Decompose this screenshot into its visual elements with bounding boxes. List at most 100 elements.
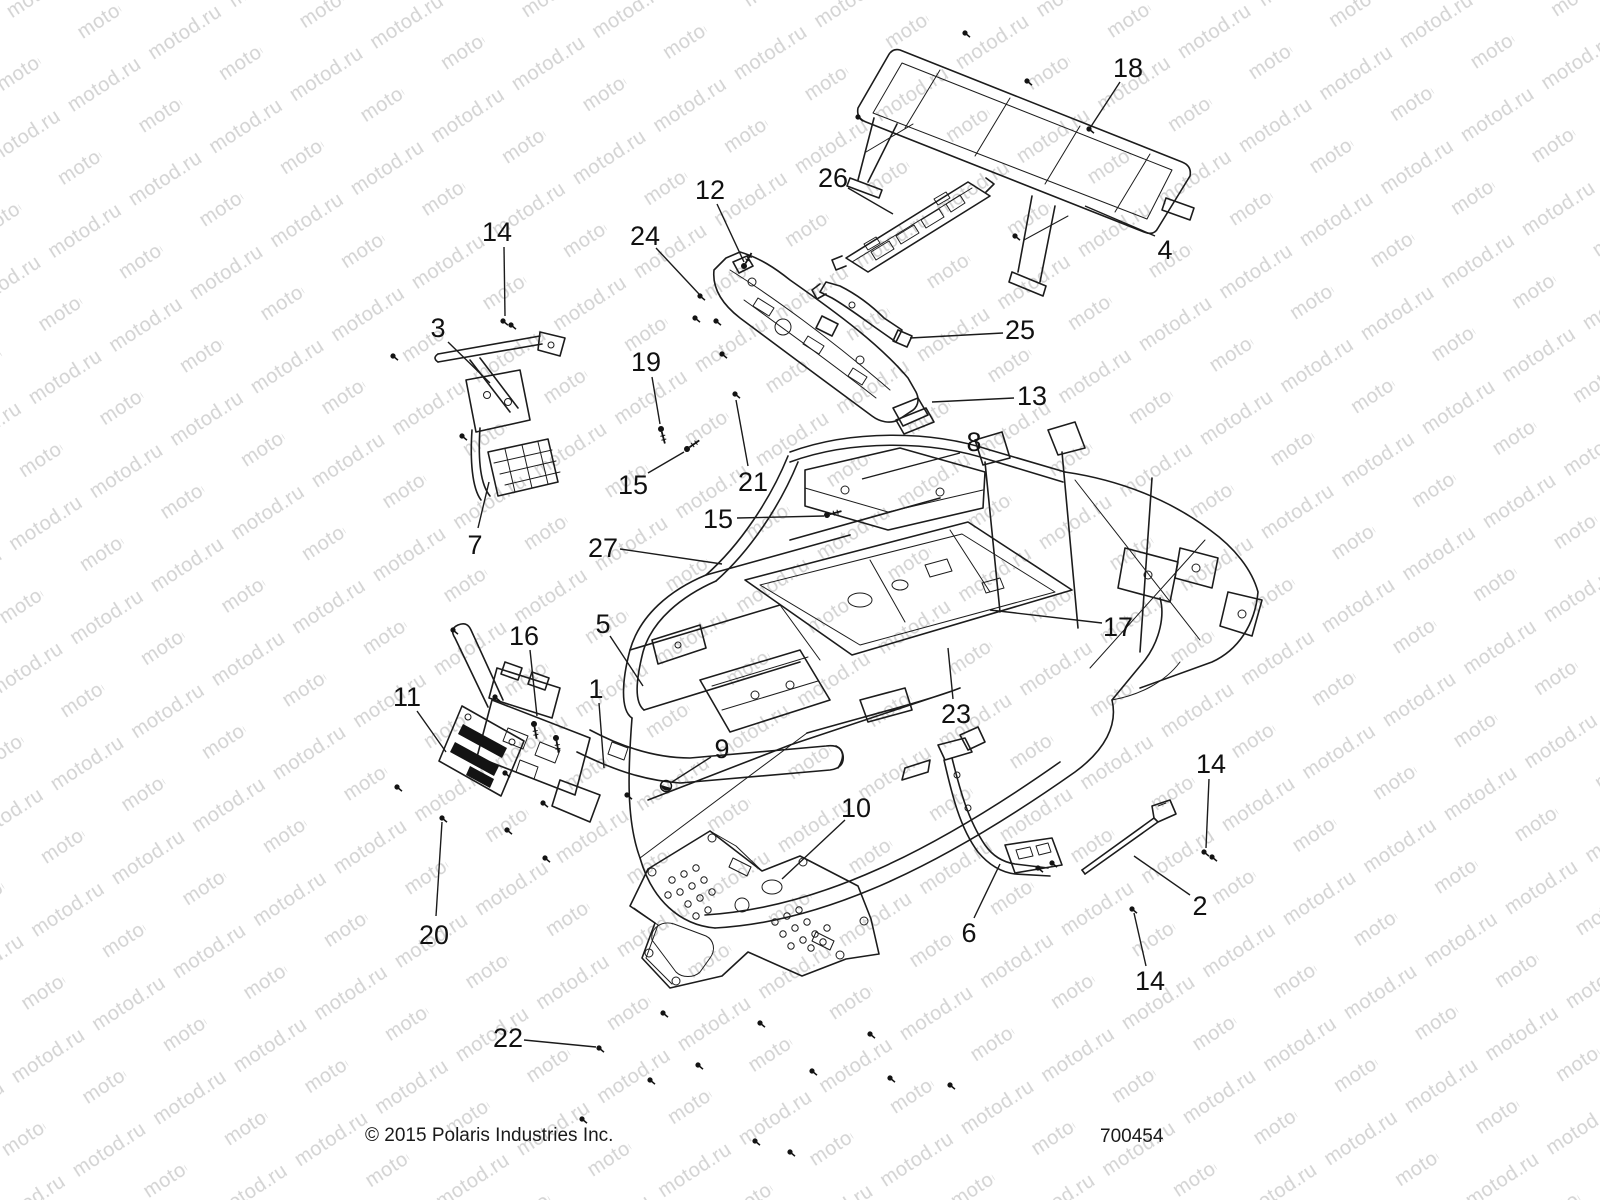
screw-fastener xyxy=(579,1116,588,1124)
callout-14: 14 xyxy=(1196,749,1226,779)
callout-23: 23 xyxy=(941,699,971,729)
callout-3: 3 xyxy=(430,313,445,343)
callout-16: 16 xyxy=(509,621,539,651)
screw-fastener xyxy=(1035,865,1044,873)
callout-11-leader xyxy=(416,710,447,753)
screw-fastener xyxy=(502,770,511,778)
callout-7-leader xyxy=(477,481,490,529)
part-25-support-bracket xyxy=(811,281,913,348)
screw-fastener xyxy=(508,322,517,330)
part-3-7-bracket-assembly xyxy=(434,331,566,501)
callout-6: 6 xyxy=(961,918,976,948)
callout-8: 8 xyxy=(966,427,981,457)
callout-21-leader xyxy=(735,399,749,467)
screw-fastener xyxy=(887,1075,896,1083)
screw-fastener xyxy=(1129,906,1138,914)
screw-fastener xyxy=(695,1062,704,1070)
callout-2-leader xyxy=(1133,855,1191,896)
screw-fastener xyxy=(439,815,448,823)
callout-23-leader xyxy=(947,647,954,700)
screw-fastener xyxy=(947,1082,956,1090)
screw-fastener xyxy=(459,433,468,441)
callout-17: 17 xyxy=(1103,612,1133,642)
callout-19: 19 xyxy=(631,347,661,377)
screw-fastener xyxy=(697,293,706,301)
screw-fastener xyxy=(787,1149,796,1157)
callout-27: 27 xyxy=(588,533,618,563)
callout-15-leader xyxy=(736,515,825,519)
callout-14-leader xyxy=(503,246,506,317)
screw-fastener xyxy=(390,353,399,361)
callout-20: 20 xyxy=(419,920,449,950)
callout-7: 7 xyxy=(467,530,482,560)
callout-15: 15 xyxy=(703,504,733,534)
screw-fastener xyxy=(394,784,403,792)
screw-fastener xyxy=(809,1068,818,1076)
screw-fastener xyxy=(962,30,971,38)
callout-15: 15 xyxy=(618,470,648,500)
screw-fastener xyxy=(752,1138,761,1146)
callout-27-leader xyxy=(619,548,723,565)
callout-4-leader xyxy=(1084,205,1156,237)
callout-10: 10 xyxy=(841,793,871,823)
callout-25-leader xyxy=(909,332,1004,339)
part-2-support-rod xyxy=(1081,799,1177,875)
callout-24-leader xyxy=(655,247,700,295)
part-10-skid-plate xyxy=(629,830,880,989)
part-12-13-dash-support-beam xyxy=(713,251,935,435)
callout-9-leader xyxy=(671,756,712,783)
part-11-winch-plate xyxy=(438,705,525,797)
callout-26: 26 xyxy=(818,163,848,193)
callout-19-leader xyxy=(651,376,661,425)
copyright-text: © 2015 Polaris Industries Inc. xyxy=(365,1125,613,1146)
callout-4: 4 xyxy=(1157,235,1172,265)
screw-fastener xyxy=(732,391,741,399)
callout-22: 22 xyxy=(493,1023,523,1053)
diagram-part-number: 700454 xyxy=(1100,1126,1164,1147)
bolt-fastener xyxy=(658,426,667,444)
callout-5: 5 xyxy=(595,609,610,639)
screw-fastener xyxy=(1024,78,1033,86)
callout-2: 2 xyxy=(1192,891,1207,921)
part-26-closeoff-panel xyxy=(831,177,995,273)
callout-18: 18 xyxy=(1113,53,1143,83)
callout-1-leader xyxy=(598,702,605,769)
screw-fastener xyxy=(542,855,551,863)
callout-3-leader xyxy=(447,341,491,384)
callout-13-leader xyxy=(931,397,1015,403)
callout-5-leader xyxy=(609,635,644,687)
screw-fastener xyxy=(660,1010,669,1018)
callout-20-leader xyxy=(435,821,443,917)
screw-fastener xyxy=(855,114,864,122)
screw-fastener xyxy=(867,1031,876,1039)
callout-14-leader xyxy=(1205,778,1210,849)
callout-8-leader xyxy=(861,452,961,480)
bolt-fastener xyxy=(553,735,561,753)
callout-16-leader xyxy=(529,649,538,717)
callout-14: 14 xyxy=(482,217,512,247)
callout-21: 21 xyxy=(738,467,768,497)
screw-fastener xyxy=(540,800,549,808)
callout-14: 14 xyxy=(1135,966,1165,996)
callout-17-leader xyxy=(989,609,1103,624)
bolt-fastener xyxy=(741,252,753,269)
part-6-rear-brace xyxy=(901,726,1063,877)
callout-13: 13 xyxy=(1017,381,1047,411)
callout-15-leader xyxy=(647,451,685,474)
fasteners xyxy=(390,30,1218,1157)
plug-fastener xyxy=(659,779,673,793)
callout-11: 11 xyxy=(393,682,421,712)
callout-26-leader xyxy=(847,187,894,215)
screw-fastener xyxy=(1209,854,1218,862)
bolt-fastener xyxy=(824,509,842,518)
callout-18-leader xyxy=(1089,81,1121,129)
screw-fastener xyxy=(492,694,501,702)
callout-9: 9 xyxy=(714,734,729,764)
screw-fastener xyxy=(1201,849,1210,857)
screw-fastener xyxy=(1049,860,1058,868)
callout-14-leader xyxy=(1133,912,1147,967)
screw-fastener xyxy=(596,1045,605,1053)
callout-1: 1 xyxy=(588,674,603,704)
